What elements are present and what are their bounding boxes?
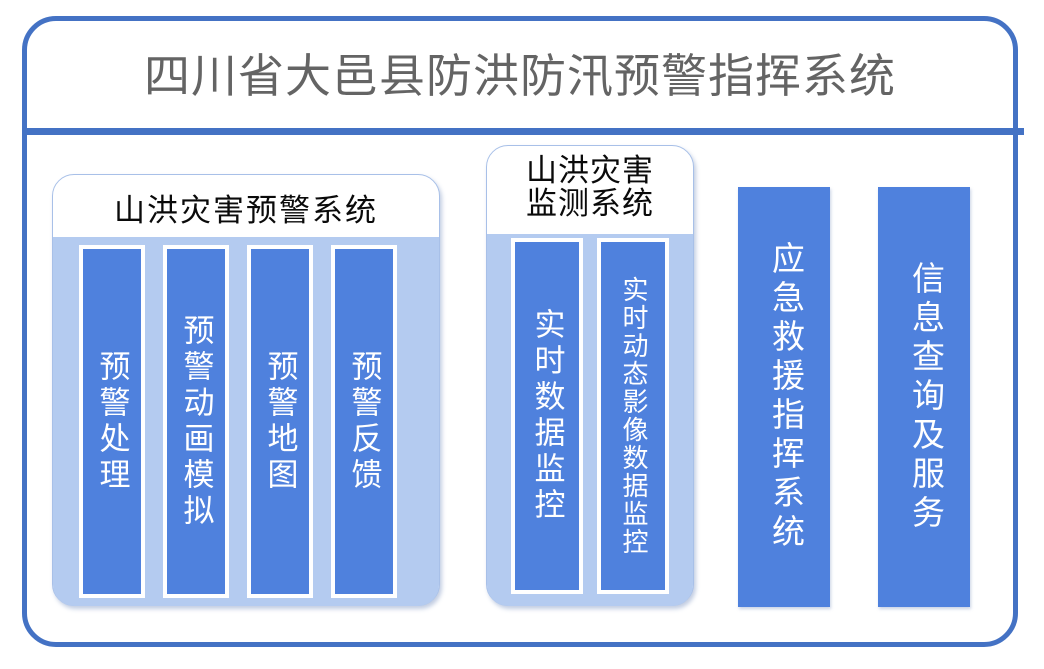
module-information-query-and-service-label: 信息查询及服务	[906, 260, 943, 534]
module-realtime-data-monitoring[interactable]: 实时数据监控	[511, 238, 583, 594]
module-warning-map[interactable]: 预警地图	[247, 245, 313, 598]
module-warning-feedback-label: 预警反馈	[346, 349, 382, 494]
module-information-query-and-service[interactable]: 信息查询及服务	[878, 187, 970, 607]
module-realtime-dynamic-image-data-monitoring-label: 实时动态影像数据监控	[619, 276, 648, 556]
page-title: 四川省大邑县防洪防汛预警指挥系统	[144, 50, 896, 102]
module-warning-map-label: 预警地图	[262, 349, 298, 494]
module-warning-feedback[interactable]: 预警反馈	[331, 245, 397, 598]
module-realtime-dynamic-image-data-monitoring[interactable]: 实时动态影像数据监控	[597, 238, 669, 594]
module-warning-animation-simulation[interactable]: 预警动画模拟	[163, 245, 229, 598]
panel-warning-system-title: 山洪灾害预警系统	[114, 193, 378, 228]
outer-frame-border	[22, 16, 1018, 647]
module-warning-animation-simulation-label: 预警动画模拟	[178, 313, 214, 530]
module-warning-processing[interactable]: 预警处理	[79, 245, 145, 598]
module-emergency-rescue-command-system-label: 应急救援指挥系统	[766, 241, 803, 553]
module-emergency-rescue-command-system[interactable]: 应急救援指挥系统	[738, 187, 830, 607]
module-realtime-data-monitoring-label: 实时数据监控	[529, 308, 565, 524]
header-band: 四川省大邑县防洪防汛预警指挥系统	[27, 21, 1013, 131]
panel-warning-system[interactable]: 山洪灾害预警系统 预警处理 预警动画模拟 预警地图 预警反馈	[52, 174, 440, 606]
panel-monitoring-system[interactable]: 山洪灾害 监测系统 实时数据监控 实时动态影像数据监控	[486, 145, 694, 606]
title-divider	[24, 128, 1024, 135]
panel-monitoring-system-title: 山洪灾害 监测系统	[526, 153, 654, 222]
module-warning-processing-label: 预警处理	[94, 349, 130, 494]
